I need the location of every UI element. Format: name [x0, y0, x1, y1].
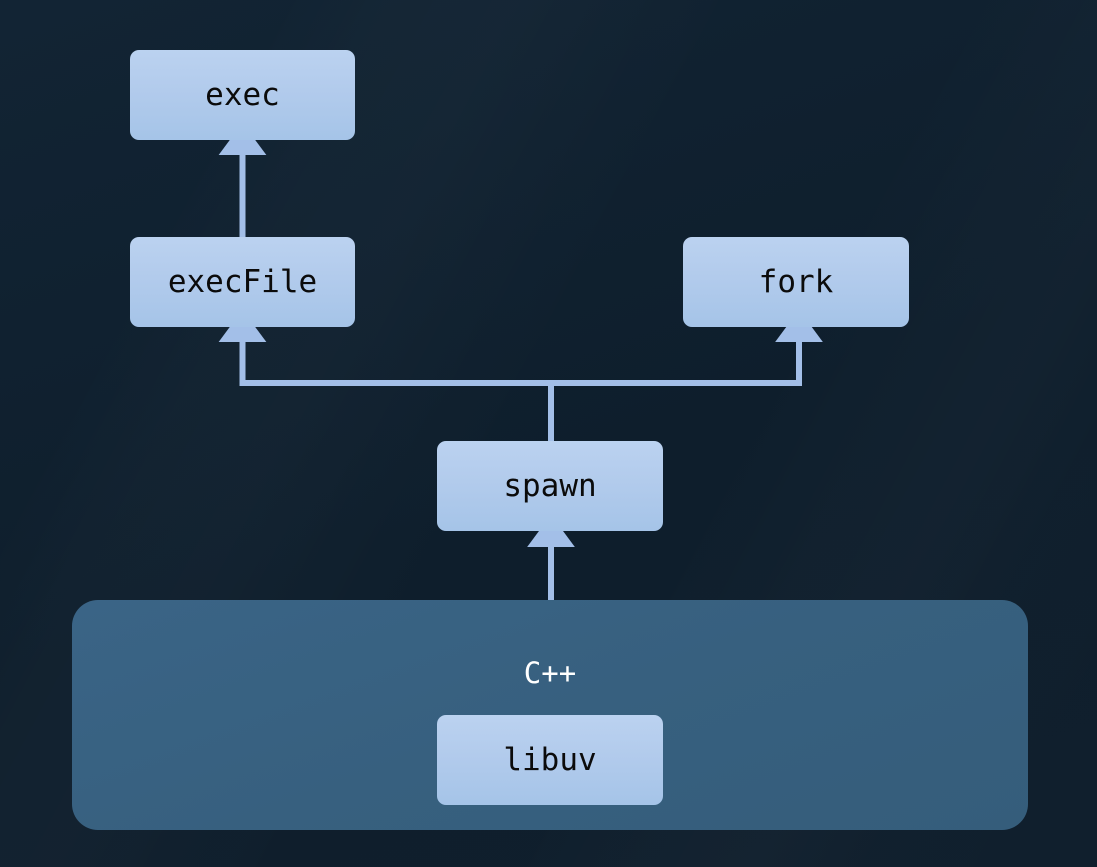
node-exec-label: exec [205, 76, 280, 113]
node-spawn-label: spawn [503, 467, 597, 504]
node-fork-label: fork [758, 263, 834, 300]
node-libuv-label: libuv [503, 741, 597, 778]
node-spawn[interactable]: spawn [437, 441, 663, 531]
node-exec[interactable]: exec [130, 50, 355, 140]
node-execfile[interactable]: execFile [130, 237, 355, 327]
group-cpp-label: C++ [523, 656, 577, 690]
node-libuv[interactable]: libuv [437, 715, 663, 805]
node-fork[interactable]: fork [683, 237, 909, 327]
node-execfile-label: execFile [167, 263, 318, 300]
